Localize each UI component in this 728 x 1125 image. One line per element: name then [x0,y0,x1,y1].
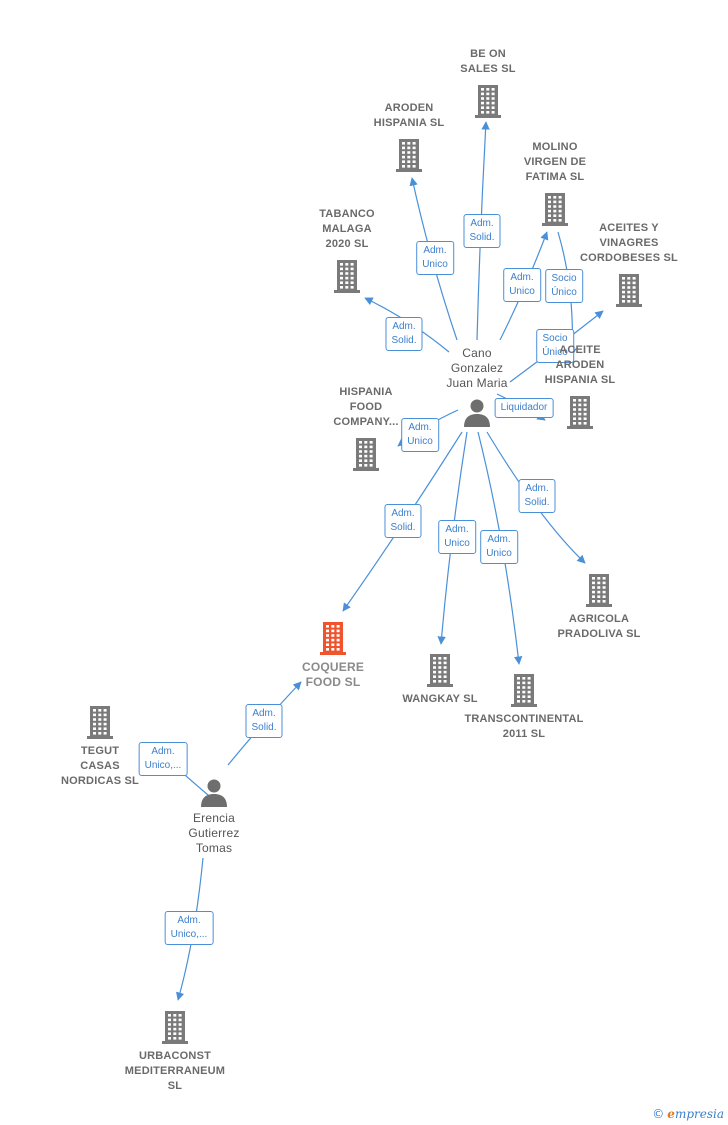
building-icon [475,85,501,118]
person-icon [201,779,227,807]
node-be_on[interactable]: BE ON SALES SL [413,47,563,119]
node-label-tegut: TEGUT CASAS NORDICAS SL [61,745,139,787]
node-label-urbaconst: URBACONST MEDITERRANEUM SL [124,1050,226,1092]
relation-badge-cano-to-agricola[interactable]: Adm. Solid. [518,479,556,513]
building-icon [87,706,113,739]
node-aceite_aroden[interactable]: ACEITE ARODEN HISPANIA SL [505,343,655,430]
node-label-aceite_aroden: ACEITE ARODEN HISPANIA SL [544,344,616,386]
node-label-aroden: ARODEN HISPANIA SL [373,102,445,129]
relation-badge-molino-to-aceite_aroden[interactable]: Socio Único [536,329,574,363]
building-icon [320,622,346,655]
relation-badge-cano-to-transcont[interactable]: Adm. Unico [480,530,518,564]
person-icon [464,399,490,427]
node-label-molino: MOLINO VIRGEN DE FATIMA SL [523,141,587,183]
node-molino[interactable]: MOLINO VIRGEN DE FATIMA SL [480,140,630,227]
relation-badge-cano-to-aceite_aroden[interactable]: Liquidador [494,398,554,418]
relation-badge-cano-to-wangkay[interactable]: Adm. Unico [438,520,476,554]
node-coquere[interactable]: COQUERE FOOD SL [258,620,408,690]
building-icon [427,654,453,687]
relation-badge-erencia-to-urbaconst[interactable]: Adm. Unico,... [164,911,214,945]
node-label-aceites: ACEITES Y VINAGRES CORDOBESES SL [580,222,678,264]
node-cano[interactable]: Cano Gonzalez Juan Maria [402,346,552,427]
building-icon [511,674,537,707]
building-icon [616,274,642,307]
node-label-wangkay: WANGKAY SL [402,693,478,705]
relation-badge-cano-to-hispania[interactable]: Adm. Unico [401,418,439,452]
building-icon [567,396,593,429]
node-label-agricola: AGRICOLA PRADOLIVA SL [557,613,641,640]
node-label-hispania: HISPANIA FOOD COMPANY... [333,386,399,428]
node-label-be_on: BE ON SALES SL [460,48,516,75]
building-icon [334,260,360,293]
node-agricola[interactable]: AGRICOLA PRADOLIVA SL [524,572,674,642]
node-label-tabanco: TABANCO MALAGA 2020 SL [319,208,375,250]
node-wangkay[interactable]: WANGKAY SL [365,652,515,707]
relation-badge-cano-to-tabanco[interactable]: Adm. Solid. [385,317,423,351]
brand-logo: ©empresia [652,1107,724,1121]
node-label-erencia: Erencia Gutierrez Tomas [188,811,240,855]
building-icon [162,1011,188,1044]
node-aroden[interactable]: ARODEN HISPANIA SL [334,101,484,173]
node-urbaconst[interactable]: URBACONST MEDITERRANEUM SL [100,1009,250,1094]
node-label-cano: Cano Gonzalez Juan Maria [446,346,508,390]
relation-badge-cano-to-aceites[interactable]: Socio Único [545,269,583,303]
relation-badge-cano-to-aroden[interactable]: Adm. Unico [416,241,454,275]
building-icon [586,574,612,607]
copyright-symbol: © [652,1107,665,1121]
node-hispania[interactable]: HISPANIA FOOD COMPANY... [291,385,441,472]
node-tabanco[interactable]: TABANCO MALAGA 2020 SL [272,207,422,294]
brand-name: mpresia [674,1107,724,1121]
relation-badge-cano-to-molino[interactable]: Adm. Unico [503,268,541,302]
node-label-transcont: TRANSCONTINENTAL 2011 SL [464,713,584,740]
node-erencia[interactable]: Erencia Gutierrez Tomas [139,777,289,856]
building-icon [353,438,379,471]
relation-badge-cano-to-be_on[interactable]: Adm. Solid. [463,214,501,248]
relation-badge-erencia-to-tegut[interactable]: Adm. Unico,... [138,742,188,776]
brand-initial: e [667,1107,675,1121]
relation-badge-erencia-to-coquere[interactable]: Adm. Solid. [245,704,283,738]
node-label-coquere: COQUERE FOOD SL [301,660,365,689]
node-transcont[interactable]: TRANSCONTINENTAL 2011 SL [449,672,599,742]
building-icon [542,193,568,226]
building-icon [396,139,422,172]
node-aceites[interactable]: ACEITES Y VINAGRES CORDOBESES SL [554,221,704,308]
relation-badge-cano-to-coquere[interactable]: Adm. Solid. [384,504,422,538]
node-tegut[interactable]: TEGUT CASAS NORDICAS SL [25,704,175,789]
